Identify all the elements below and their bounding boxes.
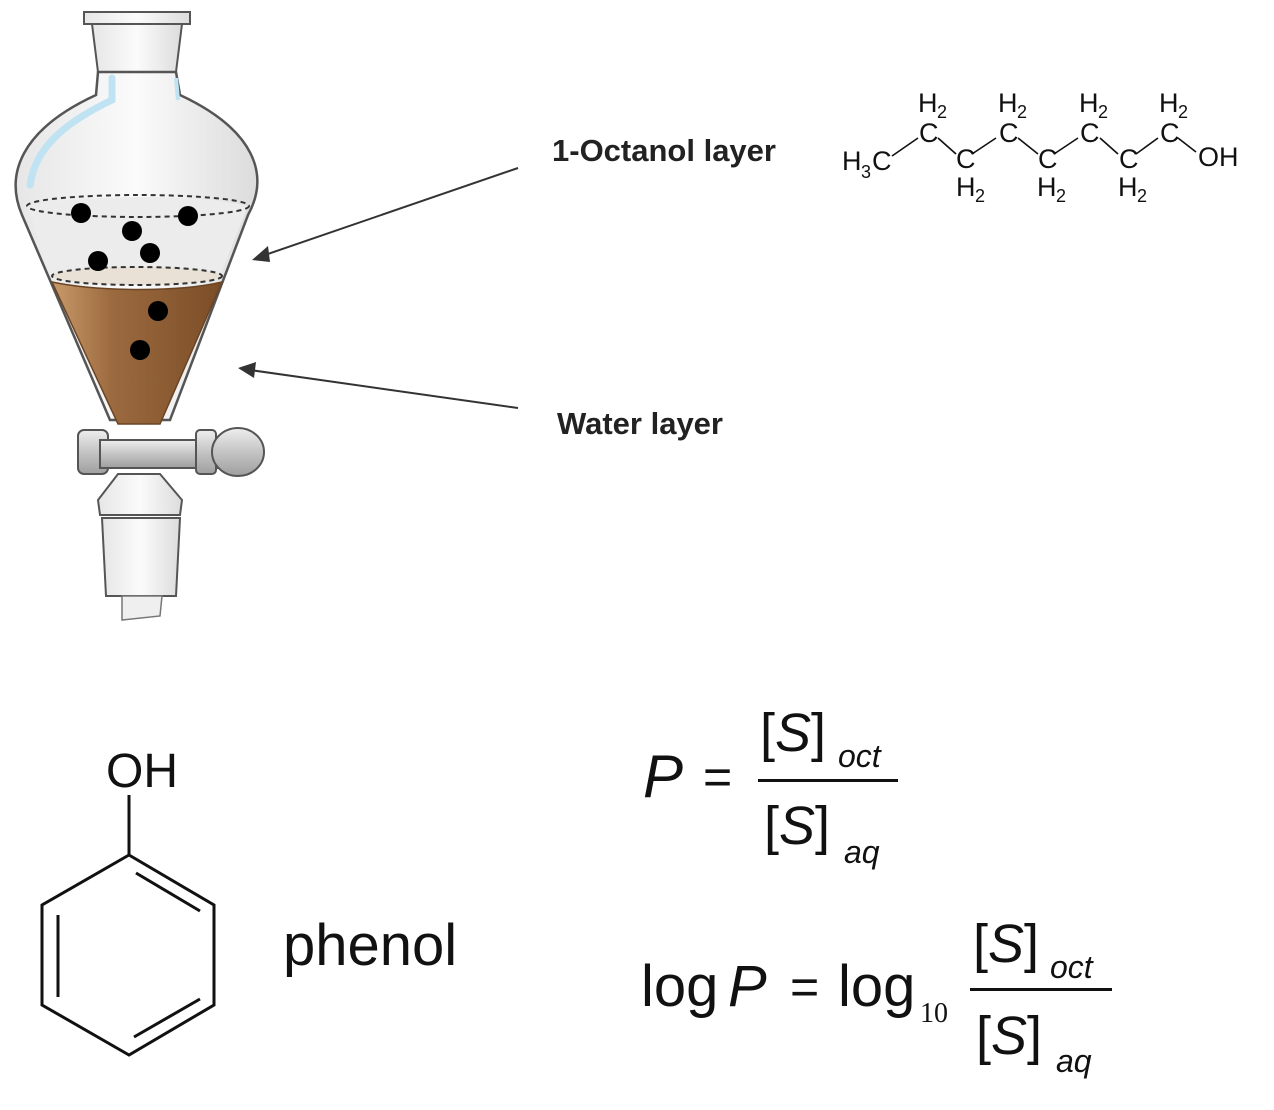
octanol-h2-lower-1-sub: 2: [975, 186, 985, 206]
eq1-numerator: [S]: [760, 703, 827, 763]
octanol-h2-lower-3-sub: 2: [1137, 186, 1147, 206]
lower-stem: [96, 473, 184, 621]
octanol-c2: C: [919, 118, 939, 148]
octanol-h2-upper-2: H: [998, 88, 1018, 118]
eq1-denominator-sub: aq: [844, 834, 880, 870]
phenol-and-equations-panel: [0, 632, 1274, 1110]
eq1-fraction-bar: [758, 779, 898, 782]
stopcock: [77, 427, 265, 477]
octanol-oh: OH: [1198, 142, 1239, 172]
eq2-denominator: [S]: [976, 1006, 1043, 1066]
octanol-h2-upper-2-sub: 2: [1017, 102, 1027, 122]
octanol-h2-lower-2-sub: 2: [1056, 186, 1066, 206]
octanol-h2-upper-3: H: [1079, 88, 1099, 118]
phenol-label: phenol: [283, 913, 458, 978]
eq2-fraction-bar: [970, 988, 1112, 991]
solute-molecules: [71, 203, 198, 360]
separatory-funnel-illustration: [14, 11, 519, 621]
separatory-funnel-panel: 1-Octanol layer Water layer H 3 C C C C …: [14, 11, 1239, 621]
octanol-c5: C: [1038, 144, 1058, 174]
eq2-equals: =: [790, 959, 820, 1015]
phenol-structure: OH: [40, 745, 216, 1057]
eq1-numerator-sub: oct: [838, 738, 881, 774]
eq2-log10-sub: 10: [920, 998, 948, 1029]
eq1-lhs-p: P: [643, 743, 684, 810]
callout-arrows: [238, 167, 519, 409]
octanol-c6: C: [1080, 118, 1100, 148]
octanol-h2-upper-4-sub: 2: [1178, 102, 1188, 122]
eq2-numerator: [S]: [973, 914, 1040, 974]
octanol-layer-label: 1-Octanol layer: [552, 133, 776, 168]
octanol-h2-lower-3: H: [1118, 172, 1138, 202]
eq2-numerator-sub: oct: [1050, 949, 1093, 985]
eq1-equals: =: [703, 749, 733, 805]
eq2-lhs-p: P: [728, 954, 767, 1019]
water-layer-label: Water layer: [557, 406, 723, 441]
octanol-h2-upper-1: H: [918, 88, 938, 118]
octanol-bonds: [891, 137, 1197, 157]
octanol-c3: C: [956, 144, 976, 174]
eq2-log: log: [641, 954, 719, 1019]
octanol-structural-formula: H 3 C C C C C C C C OH H 2 H 2 H 2 H 2 H…: [842, 88, 1239, 206]
eq1-denominator: [S]: [764, 796, 831, 856]
octanol-h2-lower-1: H: [956, 172, 976, 202]
octanol-c8: C: [1160, 118, 1180, 148]
octanol-c4: C: [999, 118, 1019, 148]
phenol-oh-label: OH: [106, 745, 178, 798]
octanol-h2-upper-3-sub: 2: [1098, 102, 1108, 122]
benzene-ring: [40, 795, 216, 1057]
octanol-h3c-sub: 3: [861, 162, 871, 182]
octanol-h2-lower-2: H: [1037, 172, 1057, 202]
octanol-h3c-c: C: [872, 146, 892, 176]
eq2-log10: log: [838, 954, 916, 1019]
eq2-denominator-sub: aq: [1056, 1043, 1092, 1079]
octanol-h2-upper-1-sub: 2: [937, 102, 947, 122]
octanol-h2-upper-4: H: [1159, 88, 1179, 118]
top-stopper: [83, 11, 191, 73]
octanol-h3c-h: H: [842, 146, 862, 176]
octanol-c7: C: [1119, 144, 1139, 174]
